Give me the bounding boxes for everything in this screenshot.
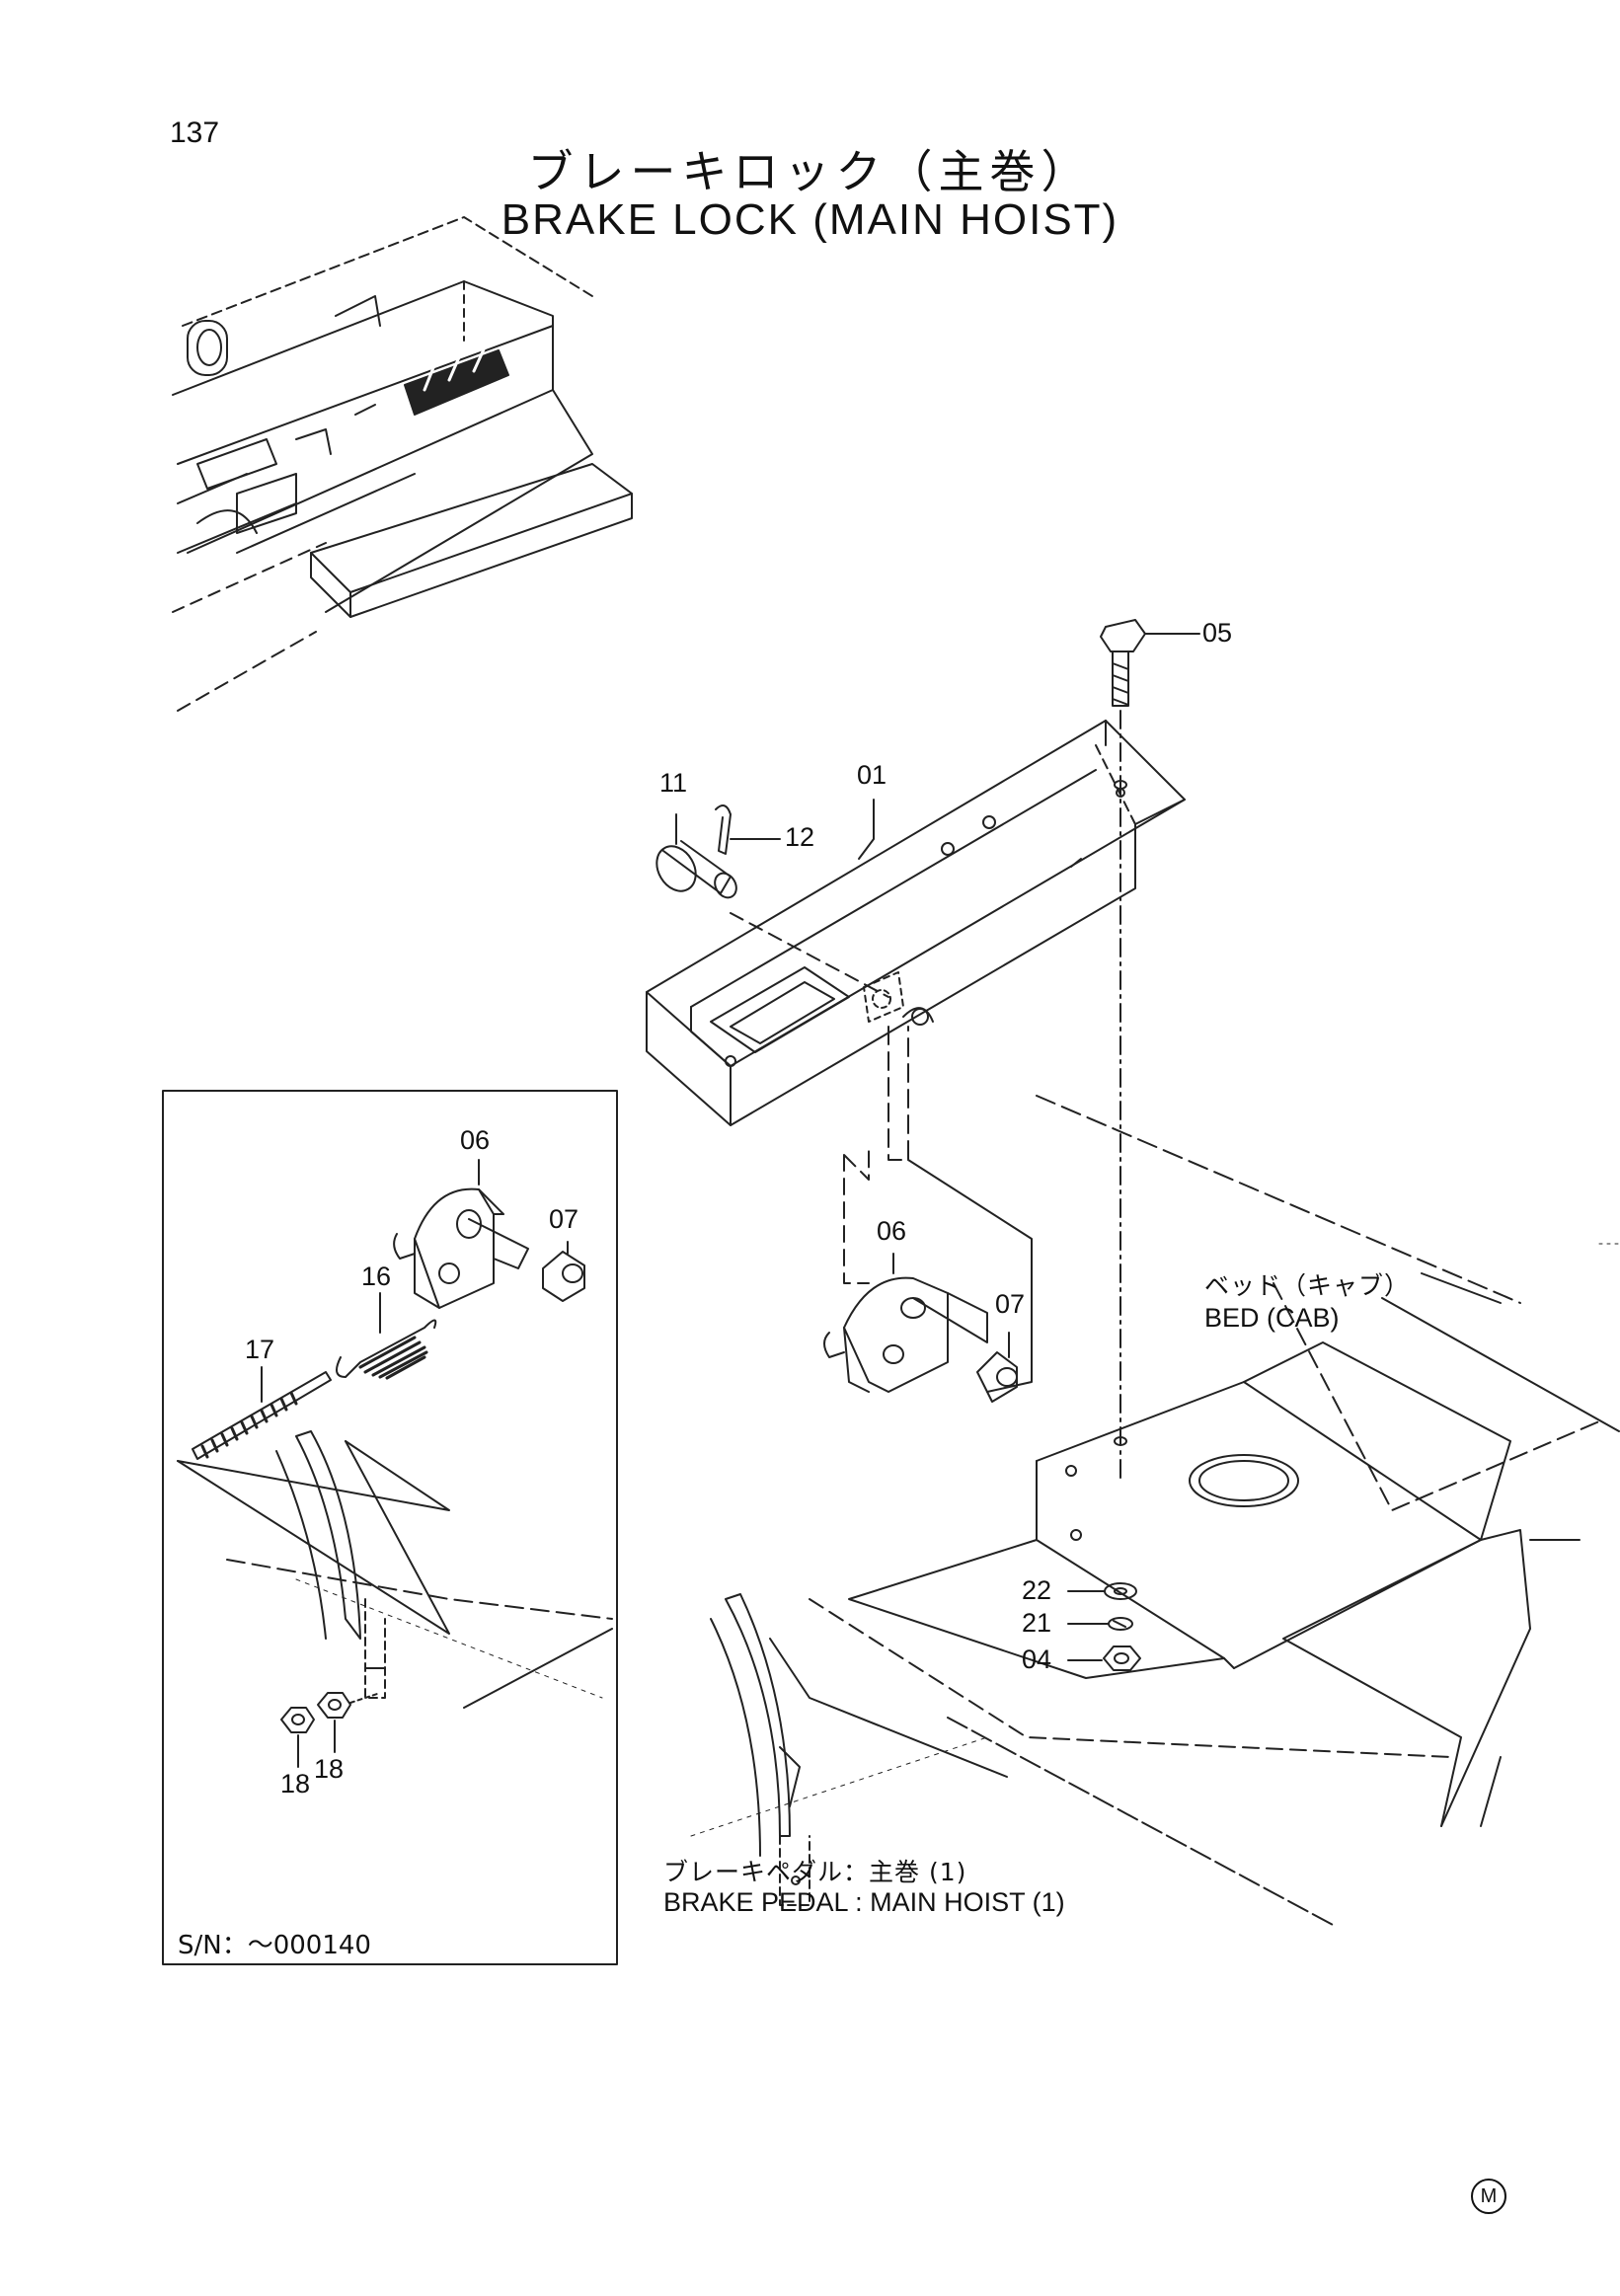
callout-17: 17 [245, 1335, 275, 1364]
bed-hole [1189, 1454, 1299, 1507]
callout-16: 16 [361, 1262, 392, 1291]
highlighted-brake-lock [404, 349, 509, 416]
page-number: 137 [170, 116, 220, 149]
callout-18-right: 18 [314, 1754, 345, 1784]
serial-range: S/N：～000140 [178, 1931, 371, 1960]
washer-part-22 [1067, 1582, 1137, 1600]
callout-07-main: 07 [995, 1289, 1026, 1319]
pivot-plate-part-06 [823, 1253, 988, 1393]
corner-mark: M [1471, 2179, 1506, 2214]
pedal-label-japanese: ブレーキペダル：主巻 (1) [663, 1858, 967, 1886]
collar-part-07 [976, 1332, 1018, 1403]
spring-washer-part-21 [1067, 1617, 1133, 1631]
callout-12: 12 [785, 822, 815, 852]
title-japanese: ブレーキロック（主巻） [527, 145, 1093, 198]
hidden-pivot-lines [887, 1026, 909, 1161]
callout-04: 04 [1022, 1645, 1052, 1674]
callout-07-inset: 07 [549, 1204, 579, 1234]
bed-cab [690, 1095, 1620, 1926]
location-boss [187, 320, 228, 376]
title-english: BRAKE LOCK (MAIN HOIST) [501, 195, 1119, 244]
inset-box [162, 1090, 618, 1965]
location-view [172, 216, 633, 712]
callout-06-main: 06 [877, 1216, 907, 1246]
leader-01 [858, 799, 875, 860]
callout-06-inset: 06 [460, 1125, 491, 1155]
callout-11: 11 [659, 768, 688, 798]
callout-21: 21 [1022, 1608, 1052, 1638]
inset-drawing [177, 1159, 613, 1768]
nut-part-04 [1067, 1645, 1141, 1671]
callout-18-left: 18 [280, 1769, 311, 1799]
bed-label-japanese: ベッド（キャブ） [1204, 1271, 1411, 1300]
pedal-label-english: BRAKE PEDAL : MAIN HOIST (1) [663, 1887, 1065, 1917]
bolt-part-05 [1100, 619, 1200, 707]
callout-22: 22 [1022, 1575, 1052, 1605]
bracket-part-01 [646, 720, 1186, 1126]
callout-01: 01 [857, 760, 887, 790]
bed-label-english: BED (CAB) [1204, 1303, 1340, 1333]
cotter-pin-part-12 [715, 804, 781, 855]
callout-05: 05 [1202, 618, 1233, 648]
pin-part-11 [656, 813, 737, 899]
